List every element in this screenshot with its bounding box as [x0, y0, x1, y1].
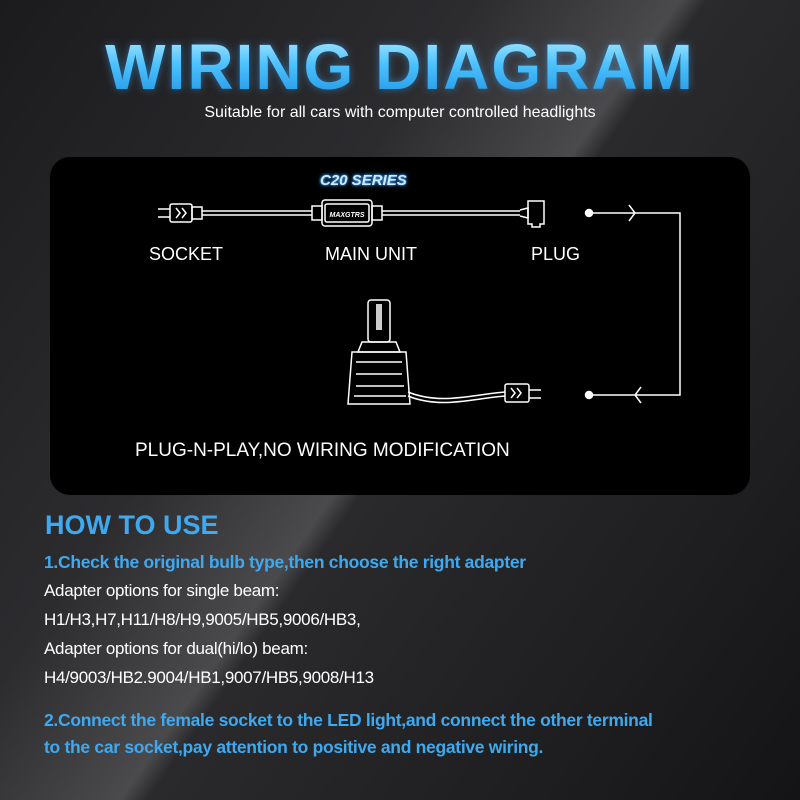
series-label: C20 SERIES	[320, 172, 407, 189]
socket-connector-icon	[158, 203, 203, 223]
step-2-line-2: to the car socket,pay attention to posit…	[44, 737, 544, 757]
dual-beam-options: H4/9003/HB2.9004/HB1,9007/HB5,9008/H13	[44, 668, 374, 687]
dual-beam-label: Adapter options for dual(hi/lo) beam:	[44, 639, 308, 658]
subtitle: Suitable for all cars with computer cont…	[204, 104, 596, 121]
brand-label: MAXGTRS	[330, 212, 365, 219]
step-2-line-1: 2.Connect the female socket to the LED l…	[44, 710, 653, 730]
step-1: 1.Check the original bulb type,then choo…	[44, 552, 526, 572]
plug-connector-icon	[519, 200, 545, 228]
main-unit-label: MAIN UNIT	[325, 244, 417, 264]
diagram-caption: PLUG-N-PLAY,NO WIRING MODIFICATION	[135, 440, 510, 461]
plug-label: PLUG	[531, 244, 581, 264]
led-bulb-icon	[347, 299, 541, 405]
wiring-diagram: MAXGTRS	[158, 199, 681, 405]
flow-arrow-loop	[584, 204, 681, 404]
single-beam-options: H1/H3,H7,H11/H8/H9,9005/HB5,9006/HB3,	[44, 610, 361, 629]
how-to-use-heading: HOW TO USE	[45, 510, 219, 540]
socket-label: SOCKET	[149, 244, 224, 264]
single-beam-label: Adapter options for single beam:	[44, 581, 280, 600]
main-unit-icon	[311, 199, 383, 227]
page-title: WIRING DIAGRAM	[0, 30, 800, 104]
cable-left	[202, 210, 312, 216]
cable-right	[382, 210, 520, 216]
